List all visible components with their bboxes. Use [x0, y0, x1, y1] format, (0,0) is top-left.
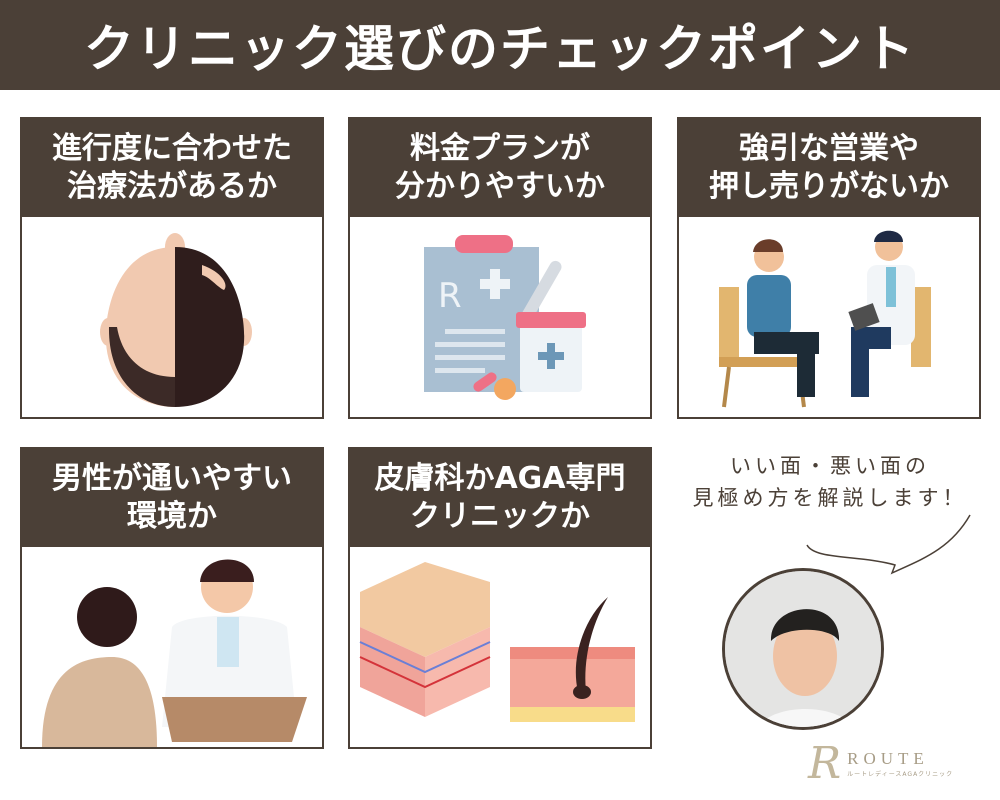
doctor-avatar: [722, 568, 884, 730]
card-heading-line2: 分かりやすいか: [395, 169, 605, 204]
card-heading-line1: 進行度に合わせた: [52, 131, 292, 166]
logo-mark: R: [808, 738, 842, 789]
card-heading-line2: クリニックか: [410, 499, 590, 534]
card-heading: 強引な営業や 押し売りがないか: [679, 119, 979, 217]
card-heading: 皮膚科かAGA専門 クリニックか: [350, 449, 650, 547]
checkpoint-card-treatment: 進行度に合わせた 治療法があるか: [20, 117, 324, 419]
card-heading-line1: 料金プランが: [410, 131, 590, 166]
page-title: クリニック選びのチェックポイント: [84, 20, 916, 78]
scalp-illustration: [22, 217, 322, 417]
card-heading: 料金プランが 分かりやすいか: [350, 119, 650, 217]
skin-layers-illustration: [350, 547, 650, 747]
speech-text: いい面・悪い面の 見極め方を解説します！: [680, 450, 980, 514]
speech-line1: いい面・悪い面の: [730, 454, 930, 478]
speech-line2: 見極め方を解説します！: [692, 486, 968, 510]
checkpoint-card-environment: 男性が通いやすい 環境か: [20, 447, 324, 749]
prescription-illustration: R: [350, 217, 650, 417]
checkpoint-card-sales: 強引な営業や 押し売りがないか: [677, 117, 981, 419]
card-heading: 男性が通いやすい 環境か: [22, 449, 322, 547]
checkpoint-card-pricing: 料金プランが 分かりやすいか R: [348, 117, 652, 419]
consultation-illustration: [679, 217, 979, 417]
card-heading-line2: 押し売りがないか: [709, 169, 949, 204]
route-logo: R ROUTE ルートレディースAGAクリニック: [808, 738, 953, 789]
checkpoint-card-clinic-type: 皮膚科かAGA専門 クリニックか: [348, 447, 652, 749]
card-heading-line1: 男性が通いやすい: [52, 461, 292, 496]
card-heading-line2: 環境か: [127, 499, 217, 534]
card-heading-line1: 皮膚科かAGA専門: [374, 461, 626, 496]
svg-text:R: R: [438, 276, 462, 316]
logo-name: ROUTE: [847, 749, 929, 768]
logo-subtitle: ルートレディースAGAクリニック: [847, 771, 954, 778]
card-heading-line2: 治療法があるか: [67, 169, 277, 204]
speech-bubble-tail: [806, 514, 971, 575]
title-banner: クリニック選びのチェックポイント: [0, 0, 1000, 90]
card-heading-line1: 強引な営業や: [739, 131, 919, 166]
doctor-desk-illustration: [22, 547, 322, 747]
card-heading: 進行度に合わせた 治療法があるか: [22, 119, 322, 217]
